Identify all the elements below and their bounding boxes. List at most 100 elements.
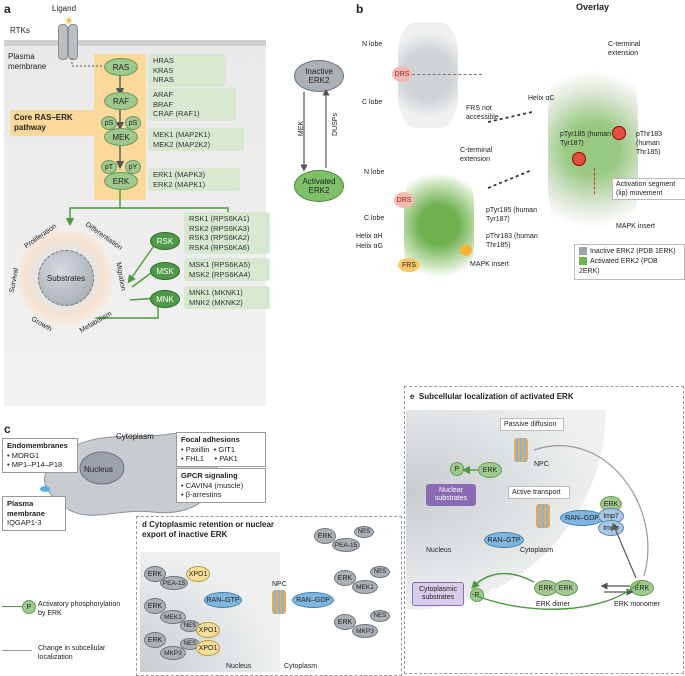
list-item: RSK2 (RPS6KA3) [189,223,250,233]
list-item: NRAS [153,75,174,84]
substrates-node: Substrates [38,250,94,306]
legend-label: Activated ERK2 (PDB 2ERK) [579,258,658,275]
erk-pill: ERK [144,598,166,614]
legend-label: Inactive ERK2 (PDB 1ERK) [590,248,676,255]
box-title: Plasma membrane [7,499,45,518]
mapk-insert-label-active: MAPK insert [470,261,509,268]
mek-dusp-arrows [300,90,330,172]
list-item: ERK1 (MAPK3) [153,170,206,179]
list-item: MEK2 (MAP2K2) [153,139,211,149]
list-item: MSK2 (RPS6KA4) [189,269,251,279]
mnk-node: MNK [150,290,180,308]
helix-ac-label: Helix αC [528,95,555,102]
cytoplasm-label-d: Cytoplasm [284,663,318,670]
panel-d-title-text: Cytoplasmic retention or nuclear export … [142,520,275,539]
ps-badge-1: pS [101,116,117,130]
list-item: MNK1 (MKNK1) [189,288,243,297]
frs-badge: FRS [398,258,420,272]
npc-label-e: NPC [534,461,549,468]
overlay-mapk-insert-label: MAPK insert [616,223,655,230]
active-swatch [579,257,587,266]
panel-b-letter: b [356,2,364,16]
helix-ag-label: Helix αG [356,243,383,250]
mnk-isoforms-list: MNK1 (MKNK1) MNK2 (MKNK2) [184,286,270,309]
panel-d-title: d Cytoplasmic retention or nuclear expor… [142,520,282,540]
erk-pill-active: ERK [478,462,502,478]
mek-node: MEK [104,128,138,146]
nes-pill: NES [354,526,374,538]
mkp3-pill: MKP3 [160,646,186,660]
nes-pill: NES [370,566,390,578]
legend-item-active: Activated ERK2 (PDB 2ERK) [579,257,680,277]
panel-a-letter: a [4,2,11,16]
ras-node: RAS [104,58,138,76]
nuclear-substrates-box: Nuclear substrates [426,484,476,506]
cytoplasm-label-c: Cytoplasm [116,432,154,441]
activated-erk2-node: Activated ERK2 [294,170,344,202]
list-item: CRAF (RAF1) [153,109,200,118]
list-item: KRAS [153,65,174,75]
frs-site-dot [460,244,472,256]
inactive-swatch [579,247,587,256]
drs-badge-active: DRS [394,192,414,208]
plasma-membrane-label: Plasma membrane [8,52,47,71]
ps-badge-2: pS [125,116,141,130]
active-transport-label: Active transport [508,486,570,499]
list-item: • MP1–P14–P18 [7,460,63,469]
panel-e-title-text: Subcellular localization of activated ER… [418,392,574,401]
inactive-erk2-node: Inactive ERK2 [294,60,344,92]
rsk-node: RSK [150,232,180,250]
erk-node: ERK [104,172,138,190]
legend-p-badge: P [22,600,36,614]
npc-label-d: NPC [272,581,287,588]
xpo1-pill: XPO1 [196,622,220,638]
list-item: HRAS [153,56,174,65]
lobe-divider [412,74,482,75]
rsk-isoforms-list: RSK1 (RPS6KA1) RSK2 (RPS6KA3) RSK3 (RPS6… [184,212,270,254]
erk-pill: ERK [314,528,336,544]
n-lobe-label: N lobe [362,41,383,48]
box-title: Focal adhesions [181,435,240,444]
list-item: RSK3 (RPS6KA2) [189,233,250,242]
mek-arrow-label: MEK [298,120,306,137]
gpcr-signaling-box: GPCR signaling • CAVIN4 (muscle) • β-arr… [176,468,266,503]
list-item: MEK1 (MAP2K1) [153,130,211,139]
erk-pill: ERK [334,614,356,630]
npc-icon-e2 [536,504,550,528]
xpo1-pill: XPO1 [196,640,220,656]
npc-icon-e1 [514,438,528,462]
box-title: GPCR signaling [181,471,238,480]
panel-c-letter: c [4,422,11,436]
panel-e-letter: e [410,392,415,401]
frs-not-accessible-label: FRS not accessible [466,105,499,121]
pthr-site-dot [612,126,626,140]
legend-change-label: Change in subcellular localization [38,645,106,661]
mek1-pill: MEK1 [160,610,186,624]
c-lobe-label-active: C lobe [364,215,385,222]
list-item: RSK1 (RPS6KA1) [189,214,250,223]
endomembranes-box: Endomembranes • MORG1 • MP1–P14–P18 [2,438,78,473]
list-item: RSK4 (RPS6KA6) [189,242,250,252]
overlay-structure [548,54,638,244]
passive-diffusion-label: Passive diffusion [500,418,564,431]
localization-arrow-line [2,650,32,651]
legend-item-inactive: Inactive ERK2 (PDB 1ERK) [579,247,680,257]
py-badge: pY [125,160,141,174]
panel-e-arrows [461,445,649,610]
msk-isoforms-list: MSK1 (RPS6KA5) MSK2 (RPS6KA4) [184,258,270,281]
list-item: MSK1 (RPS6KA5) [189,260,251,269]
n-lobe-label-active: N lobe [364,169,385,176]
helix-ah-label: Helix αH [356,233,383,240]
erk-pill: ERK [334,570,356,586]
drs-badge-inactive: DRS [392,66,412,82]
list-item: • β-arrestins [181,490,222,499]
ligand-label: Ligand [52,4,77,13]
ran-gtp-pill-e: RAN–GTP [484,532,524,548]
erk-pill-active: ERK [630,580,654,596]
panel-d-letter: d [142,520,147,529]
activation-segment-label: Activation segment (lip) movement [612,178,685,200]
cytoplasm-label-e: Cytoplasm [520,547,554,554]
mek-isoforms-list: MEK1 (MAP2K1) MEK2 (MAP2K2) [148,128,244,151]
ptyr185-label: pTyr185 (human Tyr187) [486,207,537,223]
overlay-title: Overlay [576,2,610,12]
